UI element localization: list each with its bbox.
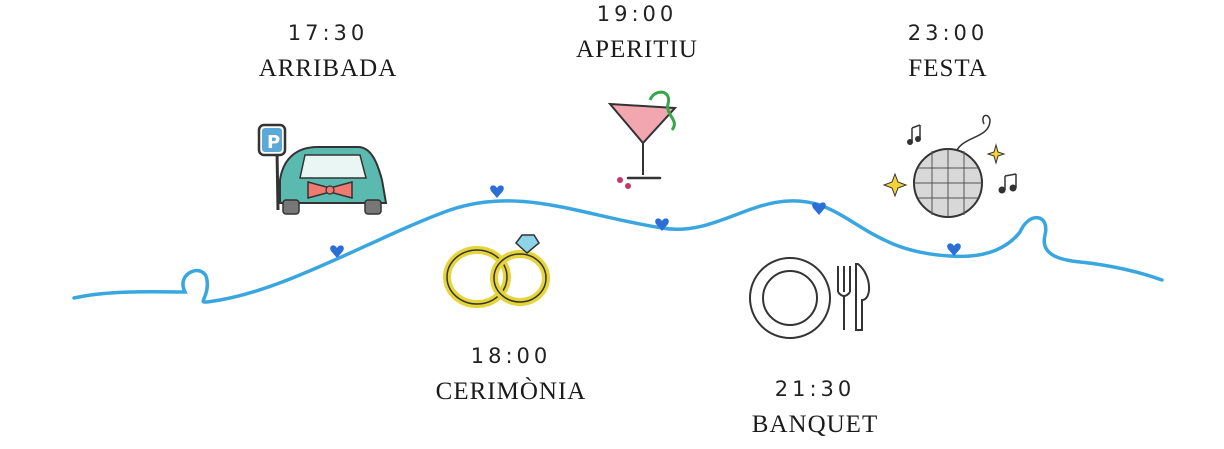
event-label: APERITIU [576, 36, 698, 63]
event-cerimonia: 18:00 CERIMÒNIA [411, 343, 611, 407]
heart-markers [330, 185, 961, 258]
event-time: 23:00 [907, 21, 989, 45]
event-time: 17:30 [287, 21, 369, 45]
heart-icon [812, 202, 826, 215]
event-arribada: 17:30 ARRIBADA [228, 20, 428, 84]
wedding-rings-icon [443, 234, 550, 308]
timeline-path [72, 199, 1164, 304]
cocktail-icon [607, 90, 678, 189]
event-label: ARRIBADA [258, 55, 398, 82]
heart-icon [490, 185, 504, 198]
event-festa: 23:00 FESTA [848, 20, 1048, 84]
event-banquet: 21:30 BANQUET [715, 376, 915, 440]
event-aperitiu: 19:00 APERITIU [537, 1, 737, 65]
svg-text:P: P [267, 132, 280, 153]
disco-ball-icon [882, 114, 1017, 218]
event-time: 21:30 [774, 377, 856, 401]
heart-icon [655, 218, 669, 231]
event-label: BANQUET [751, 411, 879, 438]
event-label: FESTA [908, 55, 988, 82]
event-time: 18:00 [470, 344, 552, 368]
event-time: 19:00 [596, 2, 678, 26]
heart-icon [947, 243, 961, 256]
heart-icon [330, 245, 344, 258]
event-label: CERIMÒNIA [435, 378, 587, 405]
car-parking-icon: P [257, 123, 388, 215]
plate-cutlery-icon [749, 257, 870, 339]
